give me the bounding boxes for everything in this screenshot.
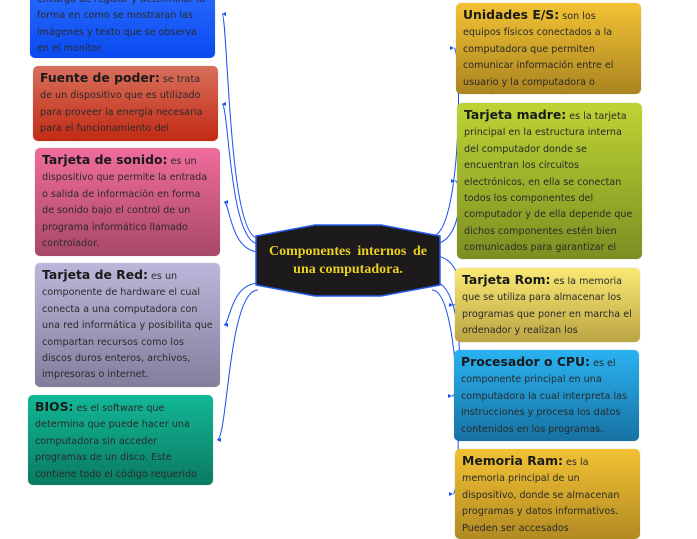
node-power-supply[interactable]: Fuente de poder: se trata de un disposit… (33, 66, 218, 141)
arrowhead-icon (222, 12, 226, 16)
node-title: Tarjeta de sonido: (42, 152, 168, 167)
node-text: encarga de regular y determinar la forma… (37, 0, 205, 55)
node-io-units[interactable]: Unidades E/S: son los equipos físicos co… (456, 3, 641, 94)
arrowhead-icon (451, 179, 455, 183)
connector-line (221, 13, 259, 239)
central-topic-title: Componentes internos de una computadora. (269, 243, 427, 277)
central-topic[interactable]: Componentes internos de una computadora. (255, 224, 441, 297)
connector-line (216, 289, 259, 441)
arrowhead-icon (448, 394, 452, 398)
node-rom[interactable]: Tarjeta Rom: es la memoria que se utiliz… (455, 268, 640, 342)
arrowhead-icon (217, 438, 221, 442)
node-text: es la memoria principal de un dispositiv… (462, 457, 620, 534)
connector-line (223, 201, 261, 253)
arrowhead-icon (224, 200, 228, 204)
node-text: son los equipos físicos conectados a la … (463, 11, 614, 94)
node-title: BIOS: (35, 399, 74, 414)
node-motherboard[interactable]: Tarjeta madre: es la tarjeta principal e… (457, 103, 642, 259)
node-title: Fuente de poder: (40, 70, 160, 85)
node-text: es la memoria que se utiliza para almace… (462, 276, 632, 342)
connector-line (431, 47, 459, 237)
node-title: Tarjeta Rom: (462, 272, 551, 287)
node-title: Procesador o CPU: (461, 354, 591, 369)
arrowhead-icon (224, 323, 228, 327)
node-text: es el componente principal en una comput… (461, 358, 627, 435)
node-bios[interactable]: BIOS: es el software que determina que p… (28, 395, 213, 485)
node-text: es el software que determina que puede h… (35, 403, 198, 480)
node-video-card[interactable]: encarga de regular y determinar la forma… (30, 0, 215, 58)
node-title: Tarjeta de Red: (42, 267, 148, 282)
node-text: es la tarjeta principal en la estructura… (464, 111, 633, 259)
arrowhead-icon (449, 303, 453, 307)
node-title: Unidades E/S: (463, 7, 560, 22)
arrowhead-icon (222, 102, 226, 106)
node-title: Memoria Ram: (462, 453, 563, 468)
node-text: es un dispositivo que permite la entrada… (42, 156, 208, 250)
connector-line (223, 282, 261, 326)
central-topic-shape (255, 224, 441, 297)
arrowhead-icon (450, 46, 454, 50)
node-text: es un componente de hardware el cual con… (42, 271, 213, 381)
node-network-card[interactable]: Tarjeta de Red: es un componente de hard… (35, 263, 220, 387)
node-text: se trata de un dispositivo que es utiliz… (40, 74, 203, 141)
node-sound-card[interactable]: Tarjeta de sonido: es un dispositivo que… (35, 148, 220, 256)
node-title: Tarjeta madre: (464, 107, 567, 122)
arrowhead-icon (449, 492, 453, 496)
connector-line (221, 103, 260, 245)
node-cpu[interactable]: Procesador o CPU: es el componente princ… (454, 350, 639, 441)
node-ram[interactable]: Memoria Ram: es la memoria principal de … (455, 449, 640, 539)
